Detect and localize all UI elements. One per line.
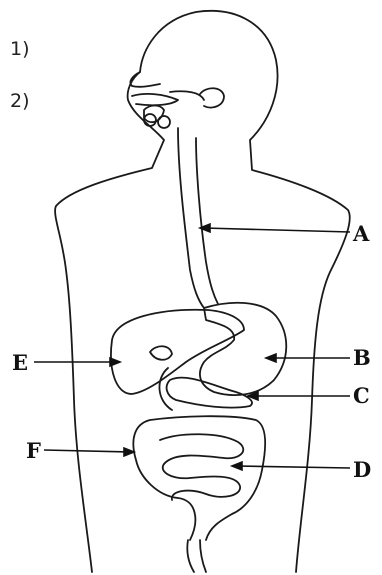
pointer-d: [236, 466, 350, 468]
question-2-number: 2): [10, 90, 30, 112]
pointer-a: [204, 228, 350, 232]
label-c: C: [353, 383, 370, 408]
anal-canal: [200, 540, 206, 572]
pancreas-outline: [167, 378, 252, 408]
body-outline: [55, 11, 350, 572]
nose-outline: [130, 72, 160, 87]
label-f: F: [26, 438, 41, 463]
salivary-gland-right: [158, 116, 170, 128]
label-e: E: [12, 350, 28, 375]
rectum: [187, 540, 194, 572]
gall-bladder: [150, 346, 172, 360]
liver-outline: [111, 310, 244, 394]
label-d: D: [353, 457, 371, 482]
question-1-number: 1): [10, 38, 30, 60]
small-intestine: [160, 434, 243, 500]
mouth-outline: [132, 94, 178, 105]
oesophagus-inner: [196, 138, 218, 304]
label-b: B: [353, 345, 371, 370]
stomach-outline: [200, 303, 286, 395]
pointer-f: [44, 450, 130, 452]
label-a: A: [353, 221, 369, 246]
